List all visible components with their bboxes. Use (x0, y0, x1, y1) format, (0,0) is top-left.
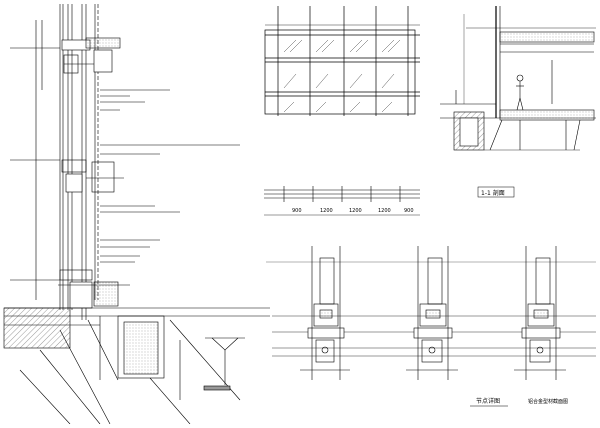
plan-tag-group: 节点详图 (470, 397, 508, 407)
section-tag-group: 1-1 剖面 (477, 186, 515, 198)
elevation-grid (264, 6, 420, 116)
plan-strip (264, 186, 420, 216)
plan-dim-1: 900 (292, 208, 302, 214)
plan-dim-5: 900 (404, 208, 414, 214)
plan-dimensions: 900 1200 1200 1200 900 (292, 208, 414, 214)
section-right (440, 6, 596, 151)
plan-dim-2: 1200 (320, 208, 333, 214)
section-tag: 1-1 剖面 (481, 189, 505, 197)
section-left (3, 4, 270, 425)
plan-dim-3: 1200 (349, 208, 362, 214)
mullion-details (266, 246, 596, 380)
plan-tag: 节点详图 (476, 397, 500, 405)
plan-dim-4: 1200 (378, 208, 391, 214)
detail-note: 铝合金型材截面图 (528, 398, 568, 405)
